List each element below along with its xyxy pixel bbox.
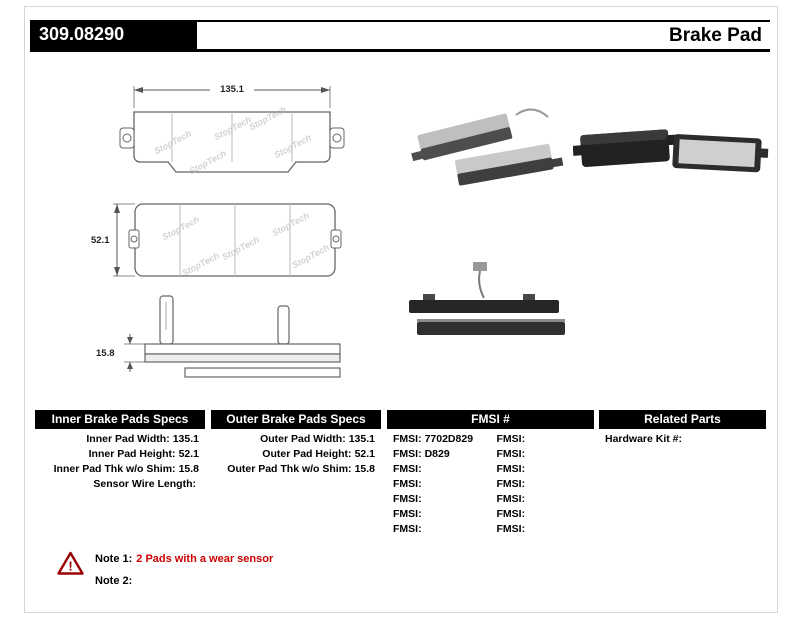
spec-row-inner-thickness: Inner Pad Thk w/o Shim:15.8 <box>35 462 205 477</box>
note-1: Note 1:2 Pads with a wear sensor <box>95 553 273 565</box>
fmsi-cell: FMSI:7702D829 <box>393 433 474 445</box>
spec-value: 15.8 <box>354 463 375 475</box>
spec-value: 135.1 <box>348 433 375 445</box>
spec-row-sensor-wire: Sensor Wire Length: <box>35 477 205 492</box>
header-rule: Brake Pad <box>197 20 770 49</box>
drawing-pad-front: 135.1 StopTech StopTech StopTech StopTec… <box>119 82 345 176</box>
inner-specs-table: Inner Brake Pads Specs Inner Pad Width:1… <box>35 410 205 492</box>
sheet-border <box>24 6 778 613</box>
related-parts-header: Related Parts <box>599 410 766 429</box>
drawing-pad-face: 52.1 StopTech StopTech StopTech StopTech… <box>91 203 342 278</box>
spec-row-outer-thickness: Outer Pad Thk w/o Shim:15.8 <box>211 462 381 477</box>
fmsi-cell: FMSI: <box>496 448 526 460</box>
fmsi-cell: FMSI: <box>496 433 526 445</box>
inner-specs-header: Inner Brake Pads Specs <box>35 410 205 429</box>
outer-specs-table: Outer Brake Pads Specs Outer Pad Width:1… <box>211 410 381 477</box>
fmsi-row: FMSI: FMSI: <box>387 492 594 507</box>
related-parts-table: Related Parts Hardware Kit #: <box>599 410 766 447</box>
dimension-thickness-label: 15.8 <box>96 348 115 359</box>
outer-specs-header: Outer Brake Pads Specs <box>211 410 381 429</box>
spec-label: Sensor Wire Length: <box>93 478 196 490</box>
fmsi-header: FMSI # <box>387 410 594 429</box>
fmsi-cell: FMSI: <box>496 493 526 505</box>
spec-row-outer-width: Outer Pad Width:135.1 <box>211 432 381 447</box>
spec-value: 52.1 <box>178 448 199 460</box>
photo-pads-shimmed <box>573 129 769 173</box>
fmsi-cell: FMSI: <box>393 478 422 490</box>
fmsi-row: FMSI: FMSI: <box>387 507 594 522</box>
spec-value: 135.1 <box>172 433 199 445</box>
spec-label: Outer Pad Height: <box>262 448 352 460</box>
spec-label: Inner Pad Width: <box>86 433 170 445</box>
fmsi-cell: FMSI: <box>496 523 526 535</box>
photo-pads-edge-stack <box>409 262 565 335</box>
fmsi-cell: FMSI: <box>393 493 422 505</box>
note-2: Note 2: <box>95 575 136 587</box>
fmsi-cell: FMSI: <box>393 463 422 475</box>
fmsi-cell: FMSI: <box>496 463 526 475</box>
fmsi-cell: FMSI: <box>496 478 526 490</box>
spec-row-inner-width: Inner Pad Width:135.1 <box>35 432 205 447</box>
svg-text:!: ! <box>68 559 72 574</box>
spec-label: Outer Pad Width: <box>260 433 346 445</box>
fmsi-cell: FMSI: <box>393 508 422 520</box>
note-1-label: Note 1: <box>95 553 133 565</box>
fmsi-row: FMSI: FMSI: <box>387 462 594 477</box>
dimension-height-label: 52.1 <box>91 235 110 246</box>
photo-pads-angled <box>411 108 564 186</box>
note-2-label: Note 2: <box>95 575 133 587</box>
note-1-text: 2 Pads with a wear sensor <box>136 553 274 565</box>
fmsi-row: FMSI: FMSI: <box>387 522 594 537</box>
header-bar: 309.08290 Brake Pad <box>30 20 770 52</box>
related-row-hardware-kit: Hardware Kit #: <box>599 432 766 447</box>
fmsi-cell: FMSI:D829 <box>393 448 450 460</box>
spec-row-inner-height: Inner Pad Height:52.1 <box>35 447 205 462</box>
fmsi-table: FMSI # FMSI:7702D829 FMSI: FMSI:D829 FMS… <box>387 410 594 537</box>
spec-label: Hardware Kit #: <box>605 433 683 445</box>
fmsi-cell: FMSI: <box>496 508 526 520</box>
part-number: 309.08290 <box>30 20 197 49</box>
page-title: Brake Pad <box>669 24 762 46</box>
fmsi-row: FMSI: FMSI: <box>387 477 594 492</box>
fmsi-row: FMSI:7702D829 FMSI: <box>387 432 594 447</box>
spec-value: 52.1 <box>354 448 375 460</box>
spec-value: 15.8 <box>178 463 199 475</box>
spec-label: Inner Pad Thk w/o Shim: <box>53 463 176 475</box>
spec-row-outer-height: Outer Pad Height:52.1 <box>211 447 381 462</box>
spec-label: Inner Pad Height: <box>88 448 176 460</box>
fmsi-cell: FMSI: <box>393 523 422 535</box>
spec-label: Outer Pad Thk w/o Shim: <box>227 463 352 475</box>
warning-icon: ! <box>57 551 84 575</box>
drawing-pad-edge: 15.8 <box>96 295 341 378</box>
fmsi-row: FMSI:D829 FMSI: <box>387 447 594 462</box>
dimension-width-label: 135.1 <box>220 84 244 95</box>
